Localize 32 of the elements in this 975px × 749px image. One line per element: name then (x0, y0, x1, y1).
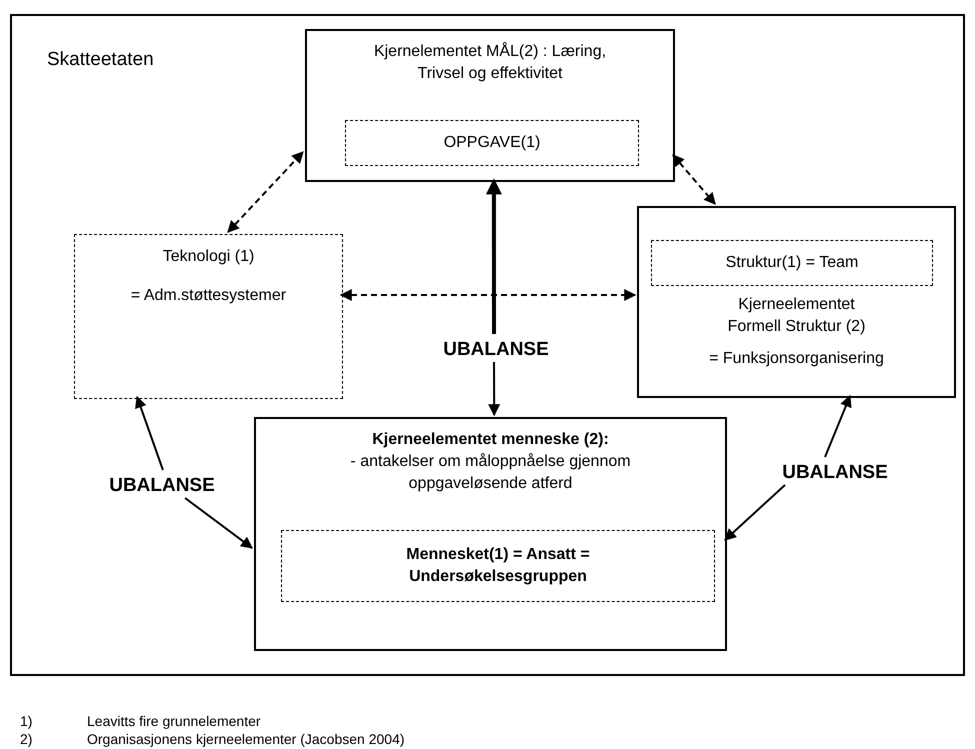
footnote-number: 1) (20, 712, 34, 730)
element-box (281, 530, 715, 602)
arrow (184, 497, 253, 549)
element-box (637, 206, 956, 398)
element-box (651, 240, 933, 286)
box-heading: Kjerneelementet Formell Struktur (2) (726, 295, 866, 337)
box-description: = Adm.støttesystemer (130, 286, 286, 306)
box-heading: Kjernelementet MÅL(2) : Læring, Trivsel og effektivitet (374, 43, 606, 82)
box-heading: Teknologi (1) (162, 247, 254, 267)
element-box (345, 120, 639, 166)
arrow (824, 394, 852, 458)
element-box (305, 29, 675, 182)
arrow (724, 484, 786, 541)
element-box (254, 417, 727, 651)
footnote-text: Leavitts fire grunnelementer (87, 712, 262, 730)
frame-box (10, 14, 965, 676)
footnote-number: 2) (20, 730, 34, 748)
element-box (74, 234, 343, 399)
footnote-text: Organisasjonens kjerneelementer (Jacobsen 2004) (87, 730, 405, 748)
arrow (488, 362, 500, 416)
arrow (672, 154, 716, 205)
arrow (340, 289, 636, 302)
box-label: Struktur(1) = Team (726, 253, 858, 273)
arrow (227, 151, 304, 233)
box-label: OPPGAVE(1) (444, 133, 540, 153)
box-label: Mennesket(1) = Ansatt = Undersøkelsesgruppen (405, 545, 591, 587)
box-heading: Kjerneelementet menneske (2): (372, 430, 609, 450)
box-description: - antakelser om måloppnåelse gjennom oppgaveløsende atferd (349, 452, 632, 494)
arrow (486, 178, 502, 334)
arrow (135, 396, 164, 470)
organization-title: Skatteetaten (47, 49, 154, 70)
box-description: = Funksjonsorganisering (709, 349, 884, 369)
